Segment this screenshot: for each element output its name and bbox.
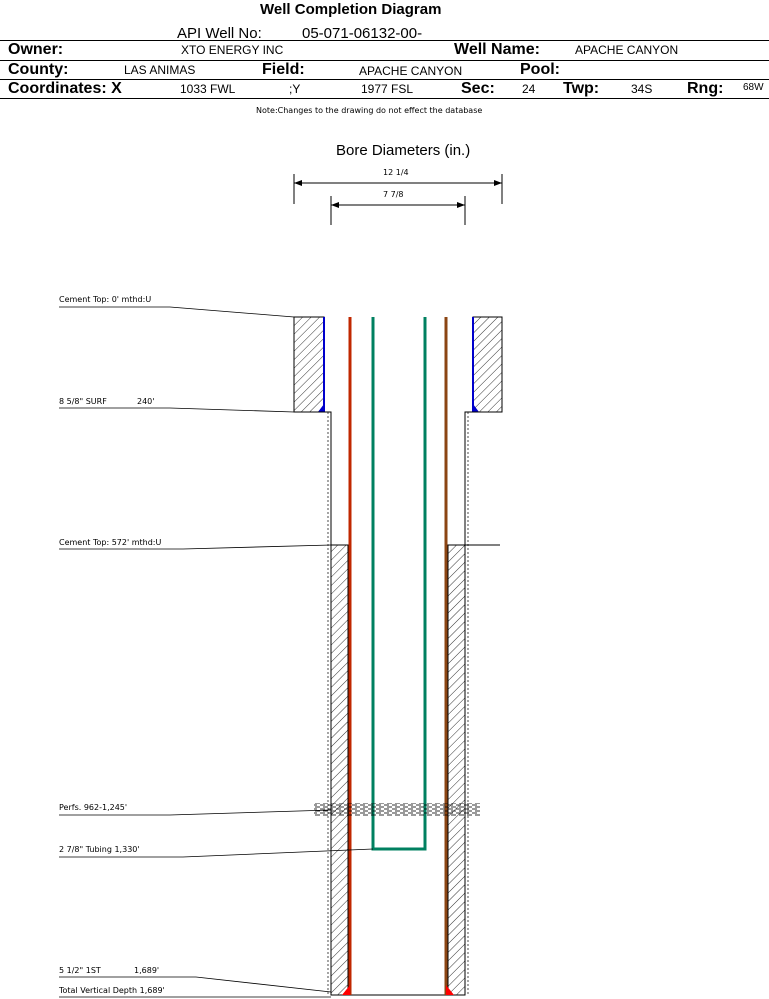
total-vertical-depth-label: Total Vertical Depth 1,689'	[59, 986, 165, 995]
coord-y-label: ;Y	[289, 82, 301, 96]
field-label: Field:	[262, 61, 305, 78]
owner-value: XTO ENERGY INC	[181, 43, 284, 57]
bore-inner-dimension	[330, 196, 466, 225]
surface-casing-label: 8 5/8" SURF	[59, 397, 107, 406]
header-rule-3	[0, 79, 769, 80]
cement-top-production-label: Cement Top: 572' mthd:U	[59, 538, 162, 547]
tubing-label: 2 7/8" Tubing 1,330'	[59, 845, 140, 854]
cement-top-surface-label: Cement Top: 0' mthd:U	[59, 295, 152, 304]
diagram-title: Well Completion Diagram	[260, 1, 442, 18]
perforations-label: Perfs. 962-1,245'	[59, 803, 128, 812]
production-casing-label: 5 1/2" 1ST	[59, 966, 101, 975]
header-rule-4	[0, 98, 769, 99]
well-name-label: Well Name:	[454, 41, 540, 58]
surface-cement-left	[293, 316, 325, 413]
api-label: API Well No:	[177, 25, 262, 42]
bore-outer-dimension	[293, 174, 503, 204]
sec-value: 24	[522, 82, 536, 96]
well-name-value: APACHE CANYON	[575, 43, 679, 57]
tubing-string	[371, 317, 427, 851]
twp-label: Twp:	[563, 80, 600, 97]
production-shoe-right	[446, 985, 454, 995]
production-shoe-left	[342, 985, 350, 995]
perforation-zone	[314, 803, 480, 816]
leader-lines	[59, 306, 374, 998]
pool-label: Pool:	[520, 61, 560, 78]
county-value: LAS ANIMAS	[124, 63, 196, 77]
surface-shoe-left	[318, 404, 324, 412]
api-value: 05-071-06132-00-	[302, 25, 423, 42]
twp-value: 34S	[631, 82, 653, 96]
production-cement-left	[330, 544, 349, 996]
coordinates-label: Coordinates: X	[8, 80, 122, 97]
rng-label: Rng:	[687, 80, 724, 97]
county-label: County:	[8, 61, 69, 78]
coord-y-value: 1977 FSL	[361, 82, 414, 96]
database-note: Note:Changes to the drawing do not effec…	[256, 106, 483, 115]
bore-diameters-title: Bore Diameters (in.)	[336, 142, 471, 159]
surface-casing-depth: 240'	[137, 397, 155, 406]
surface-shoe-right	[473, 404, 479, 412]
rng-value: 68W	[743, 82, 764, 93]
coord-x-value: 1033 FWL	[180, 82, 236, 96]
bore-inner-label: 7 7/8	[383, 190, 404, 199]
sec-label: Sec:	[461, 80, 495, 97]
owner-label: Owner:	[8, 41, 64, 58]
field-value: APACHE CANYON	[359, 64, 463, 78]
production-casing-depth: 1,689'	[134, 966, 160, 975]
header-rule-2	[0, 60, 769, 61]
header-rule-1	[0, 40, 769, 41]
surface-cement-right	[472, 316, 503, 413]
bore-outer-label: 12 1/4	[383, 168, 409, 177]
borehole-wall	[294, 411, 502, 996]
production-cement-right	[447, 544, 466, 996]
